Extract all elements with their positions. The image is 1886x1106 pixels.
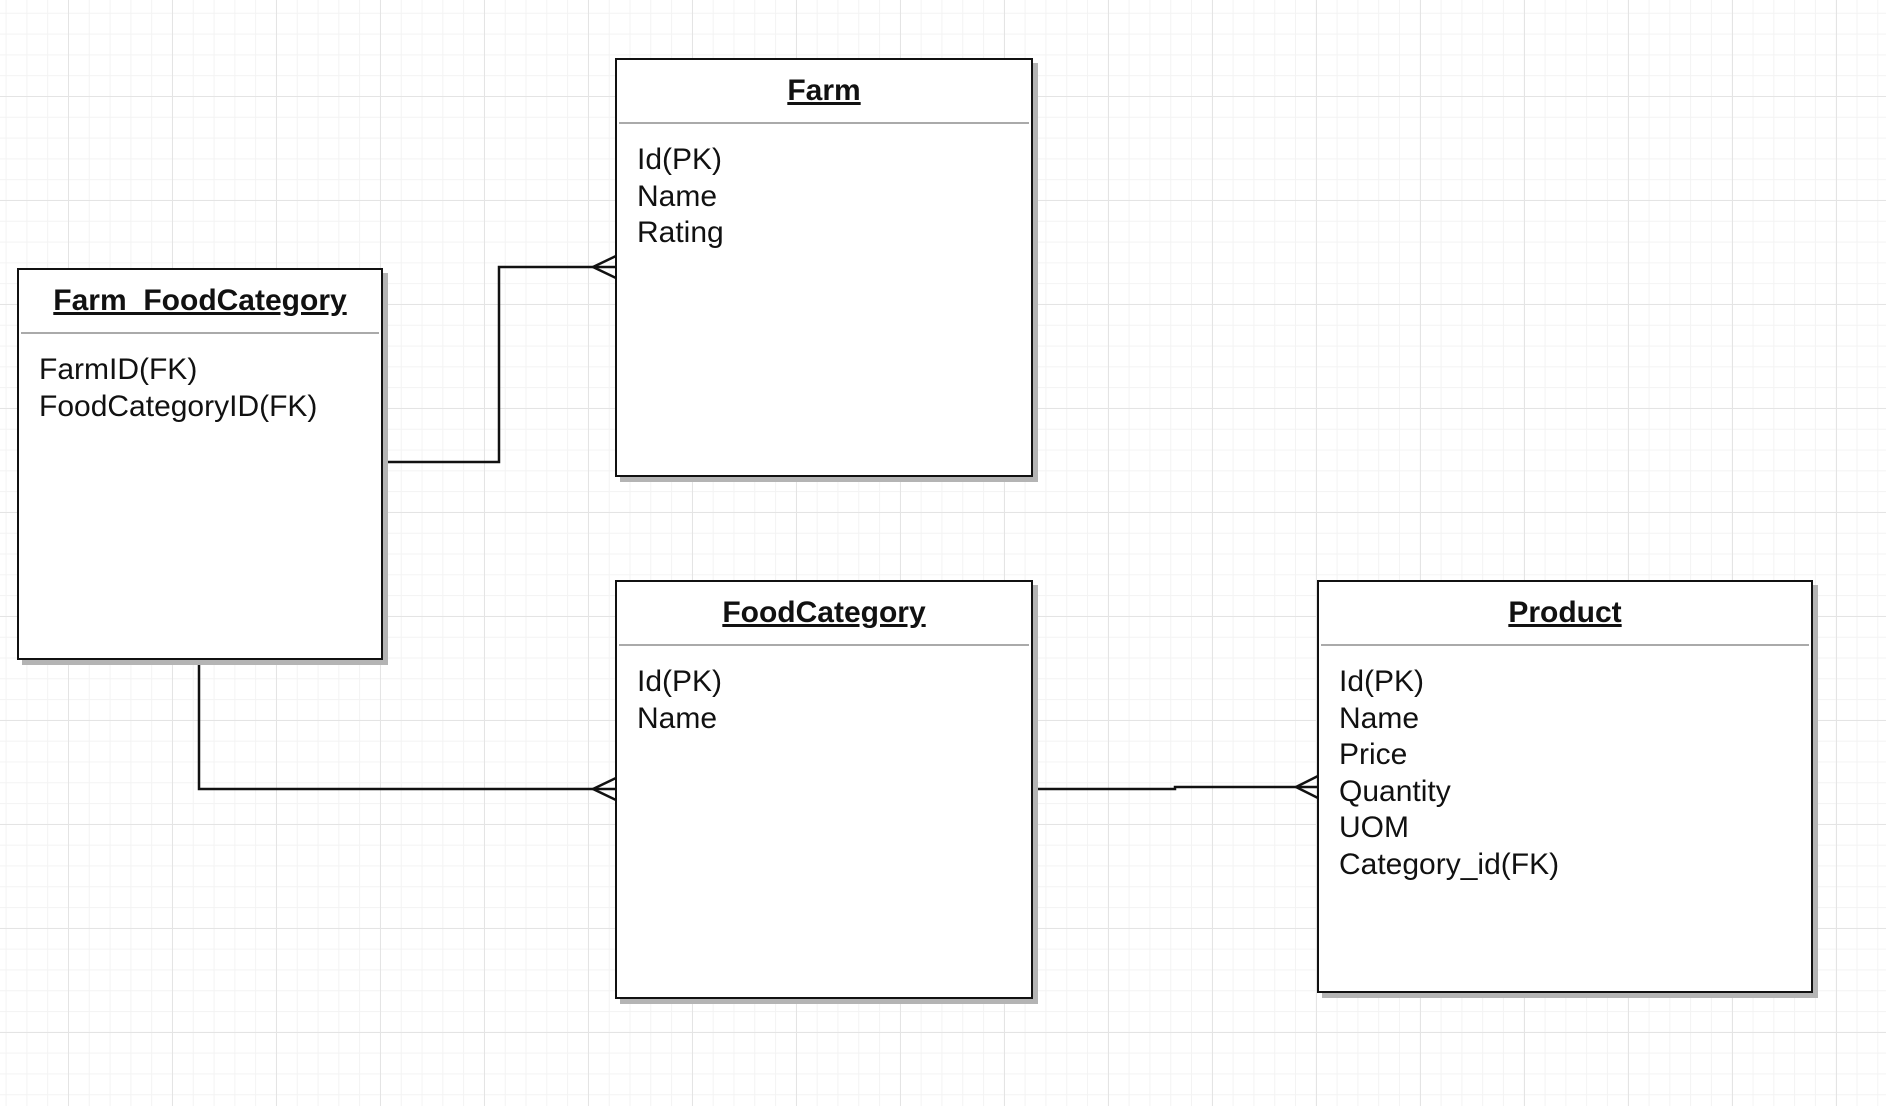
crowfoot-farm-icon — [592, 254, 617, 269]
entity-farm-foodcategory[interactable]: Farm_FoodCategory FarmID(FK) FoodCategor… — [17, 268, 383, 660]
entity-farm[interactable]: Farm Id(PK) Name Rating — [615, 58, 1033, 477]
attribute-id: Id(PK) — [637, 143, 723, 176]
entity-divider — [1321, 644, 1809, 646]
crowfoot-foodcategory-icon — [592, 776, 617, 791]
entity-divider — [619, 122, 1029, 124]
attribute-name: Name — [637, 179, 718, 213]
attribute-list: Id(PK) Name Price Quantity UOM Category_… — [1319, 646, 1811, 883]
crowfoot-product-icon — [1295, 785, 1319, 800]
crowfoot-product-icon — [1295, 774, 1319, 789]
attribute-name: Name — [1339, 701, 1420, 735]
attribute-list: Id(PK) Name — [617, 646, 1031, 737]
attribute-id: Id(PK) — [1339, 665, 1425, 698]
relationship-line-farm-foodcategory-to-farm[interactable] — [382, 265, 616, 464]
relationship-line-farm-foodcategory-to-foodcategory[interactable] — [197, 660, 616, 791]
attribute-rating: Rating — [637, 216, 724, 249]
entity-title: Product — [1508, 596, 1622, 629]
crowfoot-farm-icon — [592, 265, 617, 280]
crowfoot-foodcategory-icon — [592, 787, 617, 802]
attribute-price: Price — [1339, 738, 1408, 771]
entity-foodcategory[interactable]: FoodCategory Id(PK) Name — [615, 580, 1033, 999]
attribute-id: Id(PK) — [637, 665, 723, 698]
attribute-quantity: Quantity — [1339, 774, 1451, 808]
entity-divider — [619, 644, 1029, 646]
entity-title: Farm_FoodCategory — [53, 284, 347, 317]
entity-divider — [21, 332, 379, 334]
entity-title: Farm — [787, 74, 861, 107]
entity-product[interactable]: Product Id(PK) Name Price Quantity UOM C… — [1317, 580, 1813, 993]
relationship-line-foodcategory-to-product[interactable] — [1032, 785, 1318, 791]
attribute-farmid: FarmID(FK) — [39, 353, 198, 386]
attribute-foodcategoryid: FoodCategoryID(FK) — [39, 389, 318, 423]
attribute-name: Name — [637, 701, 718, 735]
attribute-category-id: Category_id(FK) — [1339, 847, 1560, 881]
attribute-list: Id(PK) Name Rating — [617, 124, 1031, 252]
entity-title: FoodCategory — [722, 596, 926, 629]
attribute-list: FarmID(FK) FoodCategoryID(FK) — [19, 334, 381, 425]
attribute-uom: UOM — [1339, 811, 1409, 844]
